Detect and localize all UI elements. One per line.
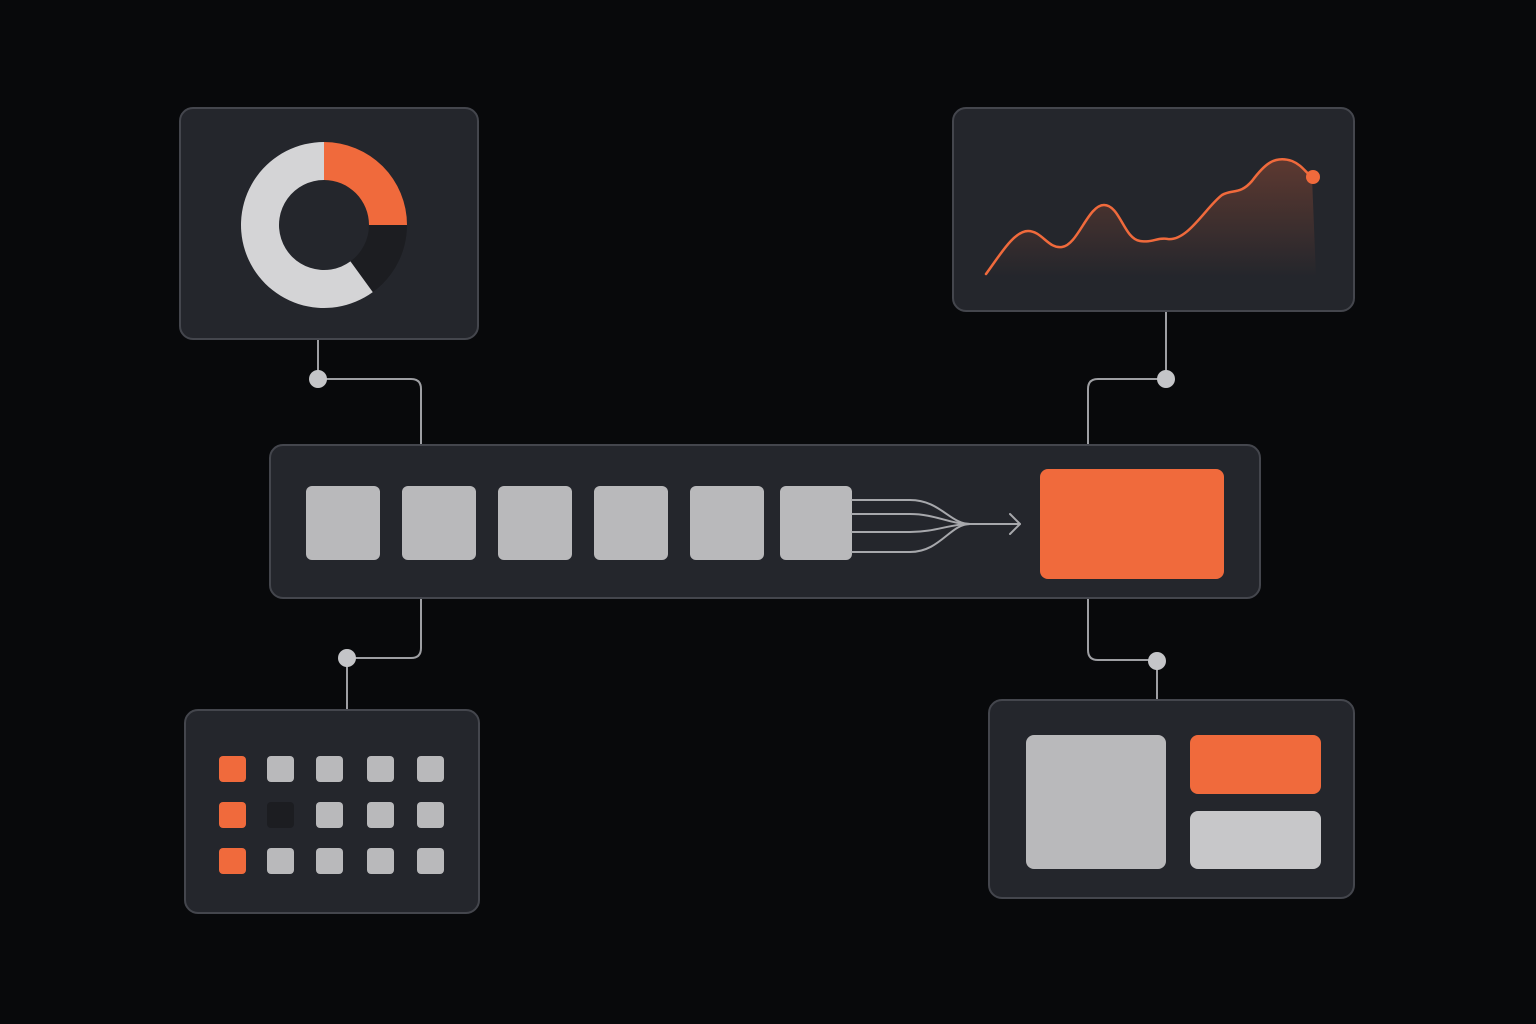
donut-chart-icon xyxy=(240,142,407,308)
input-block-6 xyxy=(780,486,852,560)
layout-accent-block xyxy=(1190,735,1321,794)
layout-blocks-icon xyxy=(990,701,1353,897)
donut-chart-panel xyxy=(179,107,479,340)
trend-area-fill xyxy=(986,159,1316,277)
layout-panel xyxy=(988,699,1355,899)
connector-dot-bottom-right xyxy=(1148,652,1166,670)
grid-panel xyxy=(184,709,480,914)
grid-cell-gray xyxy=(417,802,444,828)
connector-bottom-left xyxy=(346,598,422,710)
grid-cell-gray xyxy=(316,802,343,828)
input-block-1 xyxy=(306,486,380,560)
input-block-3 xyxy=(498,486,572,560)
connector-top-right xyxy=(1087,312,1167,445)
grid-cell-dark xyxy=(267,802,294,828)
grid-icon xyxy=(186,711,478,912)
line-chart-panel xyxy=(952,107,1355,312)
merge-arrow-icon xyxy=(851,499,1021,553)
grid-cell-accent xyxy=(219,848,246,874)
grid-cell-gray xyxy=(267,756,294,782)
grid-cell-gray xyxy=(367,756,394,782)
grid-cell-gray xyxy=(417,756,444,782)
trend-end-marker xyxy=(1306,170,1320,184)
input-block-4 xyxy=(594,486,668,560)
pipeline-panel xyxy=(269,444,1261,599)
input-block-2 xyxy=(402,486,476,560)
trend-line xyxy=(984,158,1314,276)
grid-cell-gray xyxy=(316,848,343,874)
connector-top-left xyxy=(317,340,422,445)
grid-cell-gray xyxy=(367,848,394,874)
grid-cell-accent xyxy=(219,802,246,828)
grid-cell-gray xyxy=(367,802,394,828)
trend-line-icon xyxy=(984,158,1320,277)
layout-large-block xyxy=(1026,735,1166,869)
connector-dot-top-left xyxy=(309,370,327,388)
dark-segment xyxy=(350,225,407,293)
input-block-5 xyxy=(690,486,764,560)
connector-bottom-right xyxy=(1087,598,1158,700)
accent-segment xyxy=(324,142,407,225)
light-segment xyxy=(240,142,373,308)
grid-cell-gray xyxy=(417,848,444,874)
layout-small-block xyxy=(1190,811,1321,869)
grid-cell-accent xyxy=(219,756,246,782)
connector-dot-bottom-left xyxy=(338,649,356,667)
grid-cell-gray xyxy=(316,756,343,782)
grid-cell-gray xyxy=(267,848,294,874)
connector-dot-top-right xyxy=(1157,370,1175,388)
output-block xyxy=(1040,469,1224,579)
